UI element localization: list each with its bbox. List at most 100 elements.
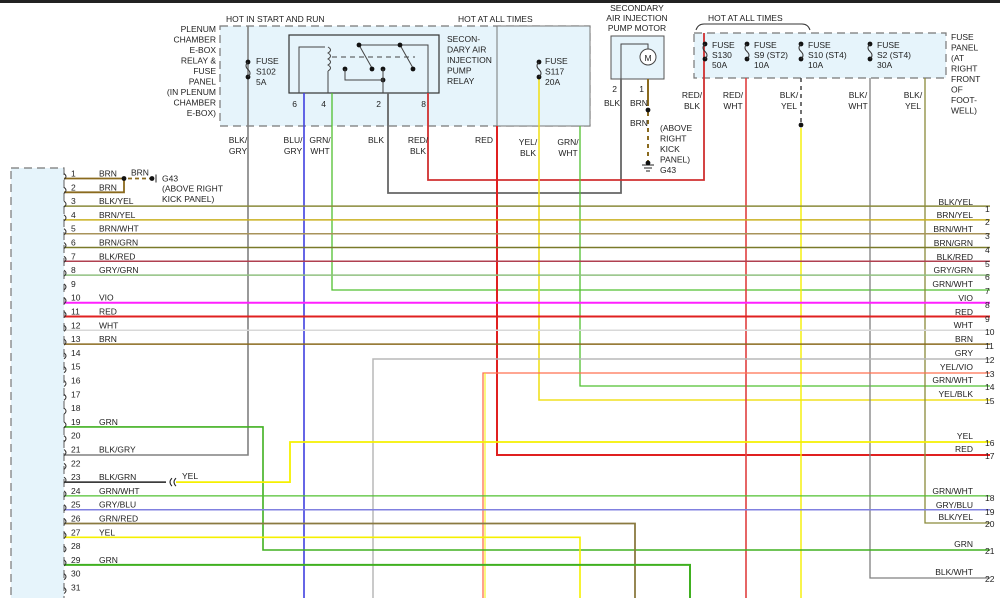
relay-coil-icon bbox=[327, 46, 331, 72]
pin-terminal-icon bbox=[63, 228, 67, 236]
output-wire-label: YEL/VIO bbox=[940, 362, 973, 372]
pin-terminal-icon bbox=[63, 186, 67, 194]
pin-wire-label: BLK/GRY bbox=[99, 445, 136, 455]
wire-blk-wht-22 bbox=[869, 78, 990, 579]
output-wire-label: RED bbox=[955, 444, 973, 454]
pin-terminal-icon bbox=[63, 490, 67, 498]
g43-label: G43 bbox=[162, 174, 178, 184]
output-number: 13 bbox=[985, 369, 995, 379]
output-number: 18 bbox=[985, 493, 995, 503]
plenum-label: CHAMBER bbox=[173, 98, 216, 108]
pin-number: 17 bbox=[71, 389, 81, 399]
pin-number: 19 bbox=[71, 417, 81, 427]
output-number: 8 bbox=[985, 300, 990, 310]
relay-wire bbox=[344, 69, 384, 81]
relay-pin: 8 bbox=[421, 99, 426, 109]
pin-wire-label: BRN bbox=[99, 334, 117, 344]
output-number: 1 bbox=[985, 204, 990, 214]
pin-number: 3 bbox=[71, 196, 76, 206]
output-number: 14 bbox=[985, 382, 995, 392]
fuse-s102-label: S102 bbox=[256, 67, 276, 77]
splice-dot bbox=[121, 176, 127, 181]
relay-contact bbox=[410, 66, 416, 72]
brace bbox=[695, 23, 811, 31]
wire-label: BLK/ bbox=[904, 90, 923, 100]
pin-number: 16 bbox=[71, 376, 81, 386]
fuse-label-1: 10A bbox=[754, 60, 769, 70]
output-number: 10 bbox=[985, 327, 995, 337]
left-connector-box bbox=[10, 167, 65, 598]
output-wire-label: YEL/BLK bbox=[939, 389, 974, 399]
plenum-label: CHAMBER bbox=[173, 35, 216, 45]
pin-terminal-icon bbox=[63, 421, 67, 429]
wire-label: BLU/ bbox=[284, 135, 304, 145]
motor-pin: 1 bbox=[639, 84, 644, 94]
output-wire-label: GRY/GRN bbox=[933, 265, 973, 275]
ground-g43-label: KICK bbox=[660, 144, 680, 154]
splice-dot bbox=[645, 107, 651, 113]
pin-number: 26 bbox=[71, 514, 81, 524]
fuse-label-0: S130 bbox=[712, 50, 732, 60]
pin-number: 8 bbox=[71, 265, 76, 275]
output-wire-label: WHT bbox=[954, 320, 973, 330]
pin-terminal-icon bbox=[63, 366, 67, 374]
pin-terminal-icon bbox=[63, 587, 67, 594]
wire-red-blk bbox=[427, 33, 705, 181]
wire-label: RED bbox=[475, 135, 493, 145]
wire-row-19 bbox=[64, 426, 990, 551]
pin-terminal-icon bbox=[63, 393, 67, 401]
pin-number: 7 bbox=[71, 251, 76, 261]
motor-label: SECONDARY bbox=[610, 3, 664, 13]
pin-wire-label: BRN bbox=[99, 169, 117, 179]
fuse-panel-label: FUSE bbox=[951, 32, 974, 42]
wire-label: BLK bbox=[684, 101, 700, 111]
fuse-panel-label: FOOT- bbox=[951, 95, 977, 105]
output-wire-label: GRY bbox=[955, 348, 974, 358]
relay-contact bbox=[369, 66, 375, 72]
pin-terminal-icon bbox=[63, 173, 67, 180]
pin-number: 5 bbox=[71, 224, 76, 234]
output-wire-label: BRN/GRN bbox=[934, 238, 973, 248]
pin-number: 18 bbox=[71, 403, 81, 413]
fuse-panel-label: FRONT bbox=[951, 74, 980, 84]
fuse-s117-label: 20A bbox=[545, 77, 560, 87]
pin-wire-label: BRN/YEL bbox=[99, 210, 136, 220]
ground-icon bbox=[642, 164, 654, 172]
pin-terminal-icon bbox=[63, 352, 67, 360]
wire-label: YEL bbox=[781, 101, 797, 111]
pin-number: 12 bbox=[71, 320, 81, 330]
pin-number: 15 bbox=[71, 362, 81, 372]
pin-number: 25 bbox=[71, 500, 81, 510]
output-wire-label: BRN/WHT bbox=[933, 224, 973, 234]
wire-label: GRY bbox=[284, 146, 303, 156]
wire-grn-wht-14 bbox=[579, 126, 990, 387]
pin-terminal-icon bbox=[63, 545, 67, 553]
pin-terminal-icon bbox=[63, 435, 67, 443]
pin-terminal-icon bbox=[63, 297, 67, 305]
ground-dot bbox=[149, 176, 155, 181]
pin-number: 20 bbox=[71, 431, 81, 441]
ground-dot bbox=[645, 160, 651, 166]
wire-label: WHT bbox=[310, 146, 329, 156]
hot-in-start-run-label: HOT IN START AND RUN bbox=[226, 14, 325, 24]
pin-terminal-icon bbox=[63, 214, 67, 222]
wire-label: BLK bbox=[368, 135, 384, 145]
pin-number: 31 bbox=[71, 583, 81, 593]
wire-row-27 bbox=[64, 536, 581, 598]
output-number: 7 bbox=[985, 286, 990, 296]
wire-label: BLK bbox=[520, 148, 536, 158]
pin-number: 1 bbox=[71, 169, 76, 179]
pin-wire-label: BLK/GRN bbox=[99, 472, 136, 482]
wire-label: WHT bbox=[848, 101, 867, 111]
relay-pin: 4 bbox=[321, 99, 326, 109]
output-wire-label: BLK/YEL bbox=[939, 512, 974, 522]
pin-terminal-icon bbox=[63, 559, 67, 567]
plenum-label: E-BOX) bbox=[187, 108, 216, 118]
relay-switch bbox=[358, 44, 373, 69]
fuse-label-1: FUSE bbox=[754, 40, 777, 50]
pin-number: 23 bbox=[71, 472, 81, 482]
fuse-panel-label: (AT bbox=[951, 53, 964, 63]
output-wire-label: BLK/RED bbox=[937, 252, 973, 262]
hot-at-all-times-label: HOT AT ALL TIMES bbox=[458, 14, 533, 24]
plenum-label: PLENUM bbox=[181, 24, 216, 34]
